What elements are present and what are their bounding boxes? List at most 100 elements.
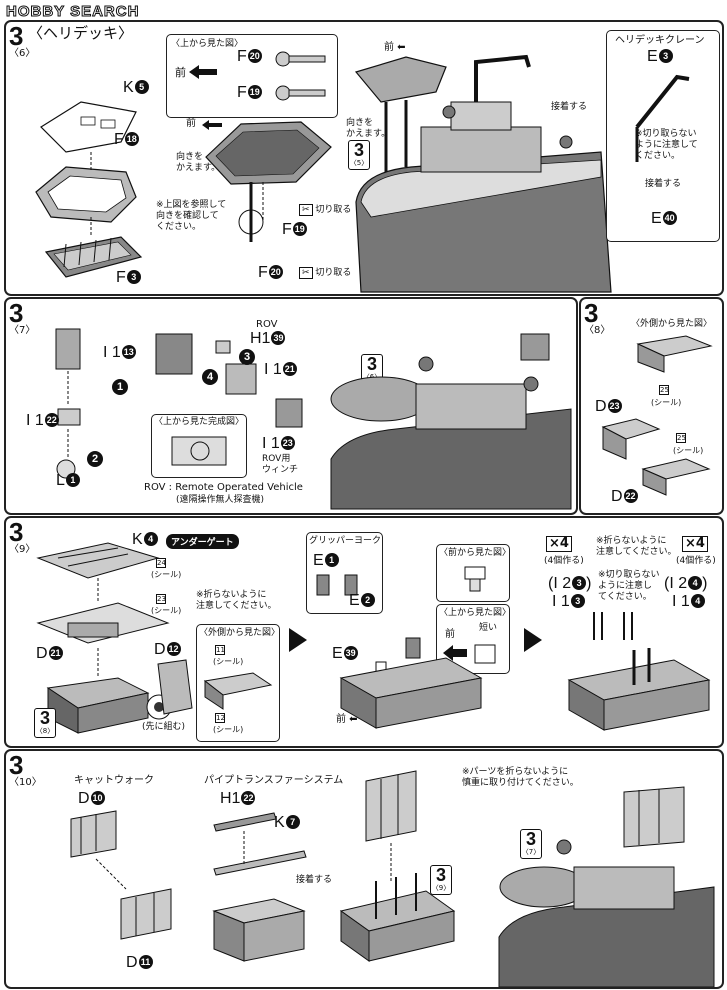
next-arrow-1 (289, 628, 307, 652)
face-note-1: 向きを かえます。 (176, 152, 221, 173)
glue-note-3: 接着する (296, 875, 333, 885)
crane-drawing (635, 74, 690, 162)
nocut-note-b: ※切り取らない ように注意し てください。 (598, 570, 660, 602)
front-label-3: 前 (445, 629, 455, 640)
top-complete-box: 〈上から見た完成図〉 (151, 414, 247, 478)
nobend-note-9: ※折らないように 注意してください。 (196, 590, 277, 611)
d23-drawing (601, 418, 661, 460)
step-number: 3 (9, 298, 24, 328)
glue-note-1: 接着する (551, 102, 588, 112)
front-arrow (189, 65, 217, 79)
top-complete-drawing (171, 436, 227, 466)
substep-number: 〈8〉 (584, 325, 611, 336)
front-label-ship: 前 ⬅ (384, 42, 406, 53)
watermark-text: HOBBY SEARCH (5, 3, 140, 21)
scissors-icon: ✂ (299, 267, 313, 279)
crane-title: ヘリデッキクレーン (615, 35, 705, 46)
step-four: 4 (201, 369, 218, 386)
front-arrow-2 (202, 120, 222, 130)
front-view-box: 〈前から見た図〉 (436, 544, 512, 602)
helideck-parts-drawing (35, 101, 143, 278)
ref-3-9: 3〈9〉 (430, 865, 452, 895)
ship-drawing-3 (498, 786, 715, 987)
substep-number: 〈7〉 (9, 325, 36, 336)
x4-sub-b: (4個作る) (676, 556, 716, 566)
seal-label-23: (シール) (151, 606, 182, 615)
x4-badge-a: ×4 (546, 536, 572, 552)
glue-note-2: 接着する (645, 179, 682, 189)
catwalk-drawing (70, 810, 172, 940)
gripper-drawing (316, 574, 358, 596)
ref-3-8: 3〈8〉 (34, 708, 56, 738)
section-title: 〈ヘリデッキ〉 (28, 25, 134, 42)
front-label-2: 前 (186, 118, 196, 129)
top-view-title-2: 〈上から見た図〉 (439, 608, 512, 618)
ship-bow-drawing-1 (354, 54, 612, 293)
pipe-transfer-drawing (212, 812, 307, 962)
f19-f20-parts (275, 51, 326, 101)
outer-view-drawing (636, 335, 713, 373)
cut-note-1: ✂ 切り取る (299, 204, 351, 216)
underdeck-tag: アンダーゲート (166, 534, 239, 549)
short-label: 短い (479, 623, 498, 633)
substep-number: 〈10〉 (9, 777, 42, 788)
outer-view-9-drawing (203, 672, 273, 710)
hobby-search-watermark: HOBBY SEARCH (5, 1, 140, 21)
cut-note-2: ✂ 切り取る (299, 267, 351, 279)
step-number: 3 (9, 750, 24, 780)
step-number: 3 (9, 21, 24, 51)
nocut-crane-note: ※切り取らない ように注意して ください。 (635, 129, 698, 161)
outer-view-title-9: 〈外側から見た図〉 (199, 628, 281, 638)
front-view-drawing (464, 566, 486, 592)
front-label-4: 前 ⬅ (336, 714, 358, 725)
gripper-title: グリッパーヨーク (309, 536, 382, 546)
helideck-assembly-drawing (205, 121, 332, 242)
face-note-2: 向きを かえます。 (346, 118, 391, 139)
front-view-title: 〈前から見た図〉 (439, 548, 512, 558)
scissors-icon: ✂ (299, 204, 313, 216)
x4-sub-a: (4個作る) (544, 556, 584, 566)
seal-label-24: (シール) (151, 570, 182, 579)
careful-note: ※パーツを折らないように 慎重に取り付けてください。 (462, 767, 579, 788)
step-number: 3 (584, 298, 599, 328)
seal-12: 12 (215, 713, 225, 723)
seal-label-12: (シール) (213, 725, 244, 734)
front-label: 前 (175, 66, 186, 79)
seal-25b: 25 (676, 433, 686, 443)
outer-view-title: 〈外側から見た図〉 (631, 319, 713, 329)
ref-3-7: 3〈7〉 (520, 829, 542, 859)
step-two: 2 (86, 451, 103, 468)
outer-view-box-9: 〈外側から見た図〉 11 (シール) 12 (シール) (196, 624, 280, 742)
x4-badge-b: ×4 (682, 536, 708, 552)
rov-definition: ROV : Remote Operated Vehicle (144, 482, 303, 493)
tower-assembly-drawing (339, 770, 456, 962)
rov-parts-drawing (55, 328, 303, 479)
